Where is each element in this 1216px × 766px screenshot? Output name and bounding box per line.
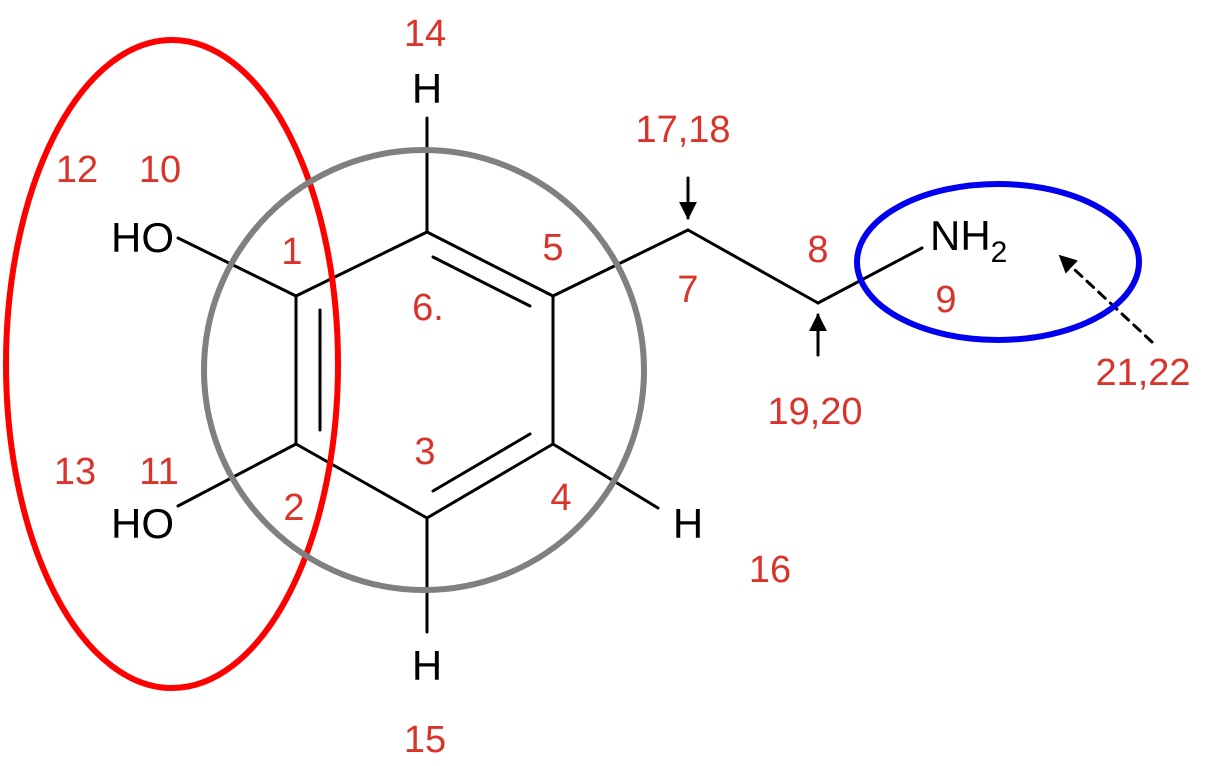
index-labels: 1 2 3 4 5 6. 7 8 9 10 11 12 13 14 15 16 … [54, 13, 1191, 761]
substituent-bonds [176, 116, 924, 634]
index-6: 6. [412, 287, 444, 329]
bond-c1-c6 [294, 230, 429, 298]
atom-nh2-subscript: 2 [991, 236, 1008, 269]
index-13: 13 [54, 451, 96, 493]
hydrogen-arrows [679, 176, 1154, 357]
atom-h-top: H [412, 65, 442, 112]
atom-nh2-main: NH [930, 212, 991, 259]
bond-c4-h16 [551, 442, 660, 510]
bond-c1-o10 [176, 236, 298, 298]
index-11: 11 [139, 451, 178, 493]
bond-c4-c3 [425, 442, 555, 520]
bond-c7-c8 [686, 228, 820, 305]
index-4: 4 [550, 477, 571, 519]
hydroxyl-group-ellipse [3, 37, 341, 691]
atom-labels: H H H HO HO NH2 [111, 65, 1007, 689]
group-highlights [3, 37, 1142, 691]
index-14: 14 [404, 13, 446, 55]
index-16: 16 [749, 549, 791, 591]
index-5: 5 [542, 227, 563, 269]
bond-c5-c7 [551, 228, 690, 298]
index-9: 9 [935, 279, 956, 321]
amine-group-ellipse [854, 181, 1142, 343]
atom-nh2: NH2 [930, 212, 1007, 269]
index-8: 8 [807, 229, 828, 271]
index-15: 15 [404, 719, 446, 761]
index-7: 7 [677, 269, 698, 311]
bond-c3-c2 [294, 442, 429, 520]
index-17-18: 17,18 [635, 109, 730, 151]
double-bond-c6-c5 [431, 255, 532, 308]
benzene-ring-circle [201, 147, 647, 593]
index-3: 3 [414, 431, 435, 473]
atom-ho-lower: HO [111, 500, 174, 547]
ring-bonds [294, 230, 555, 520]
atom-ho-upper: HO [111, 214, 174, 261]
index-21-22: 21,22 [1095, 352, 1190, 394]
atom-h-bottom: H [412, 642, 442, 689]
bond-c8-n9 [816, 246, 924, 305]
atom-h-right: H [673, 500, 703, 547]
bond-c2-o11 [176, 442, 298, 508]
index-12: 12 [56, 149, 98, 191]
index-1: 1 [281, 231, 302, 273]
index-19-20: 19,20 [767, 391, 862, 433]
index-2: 2 [283, 487, 304, 529]
index-10: 10 [139, 149, 181, 191]
bond-c6-c5 [425, 230, 555, 298]
arrow-h21-h22 [1058, 254, 1154, 344]
double-bond-c4-c3 [431, 432, 532, 493]
